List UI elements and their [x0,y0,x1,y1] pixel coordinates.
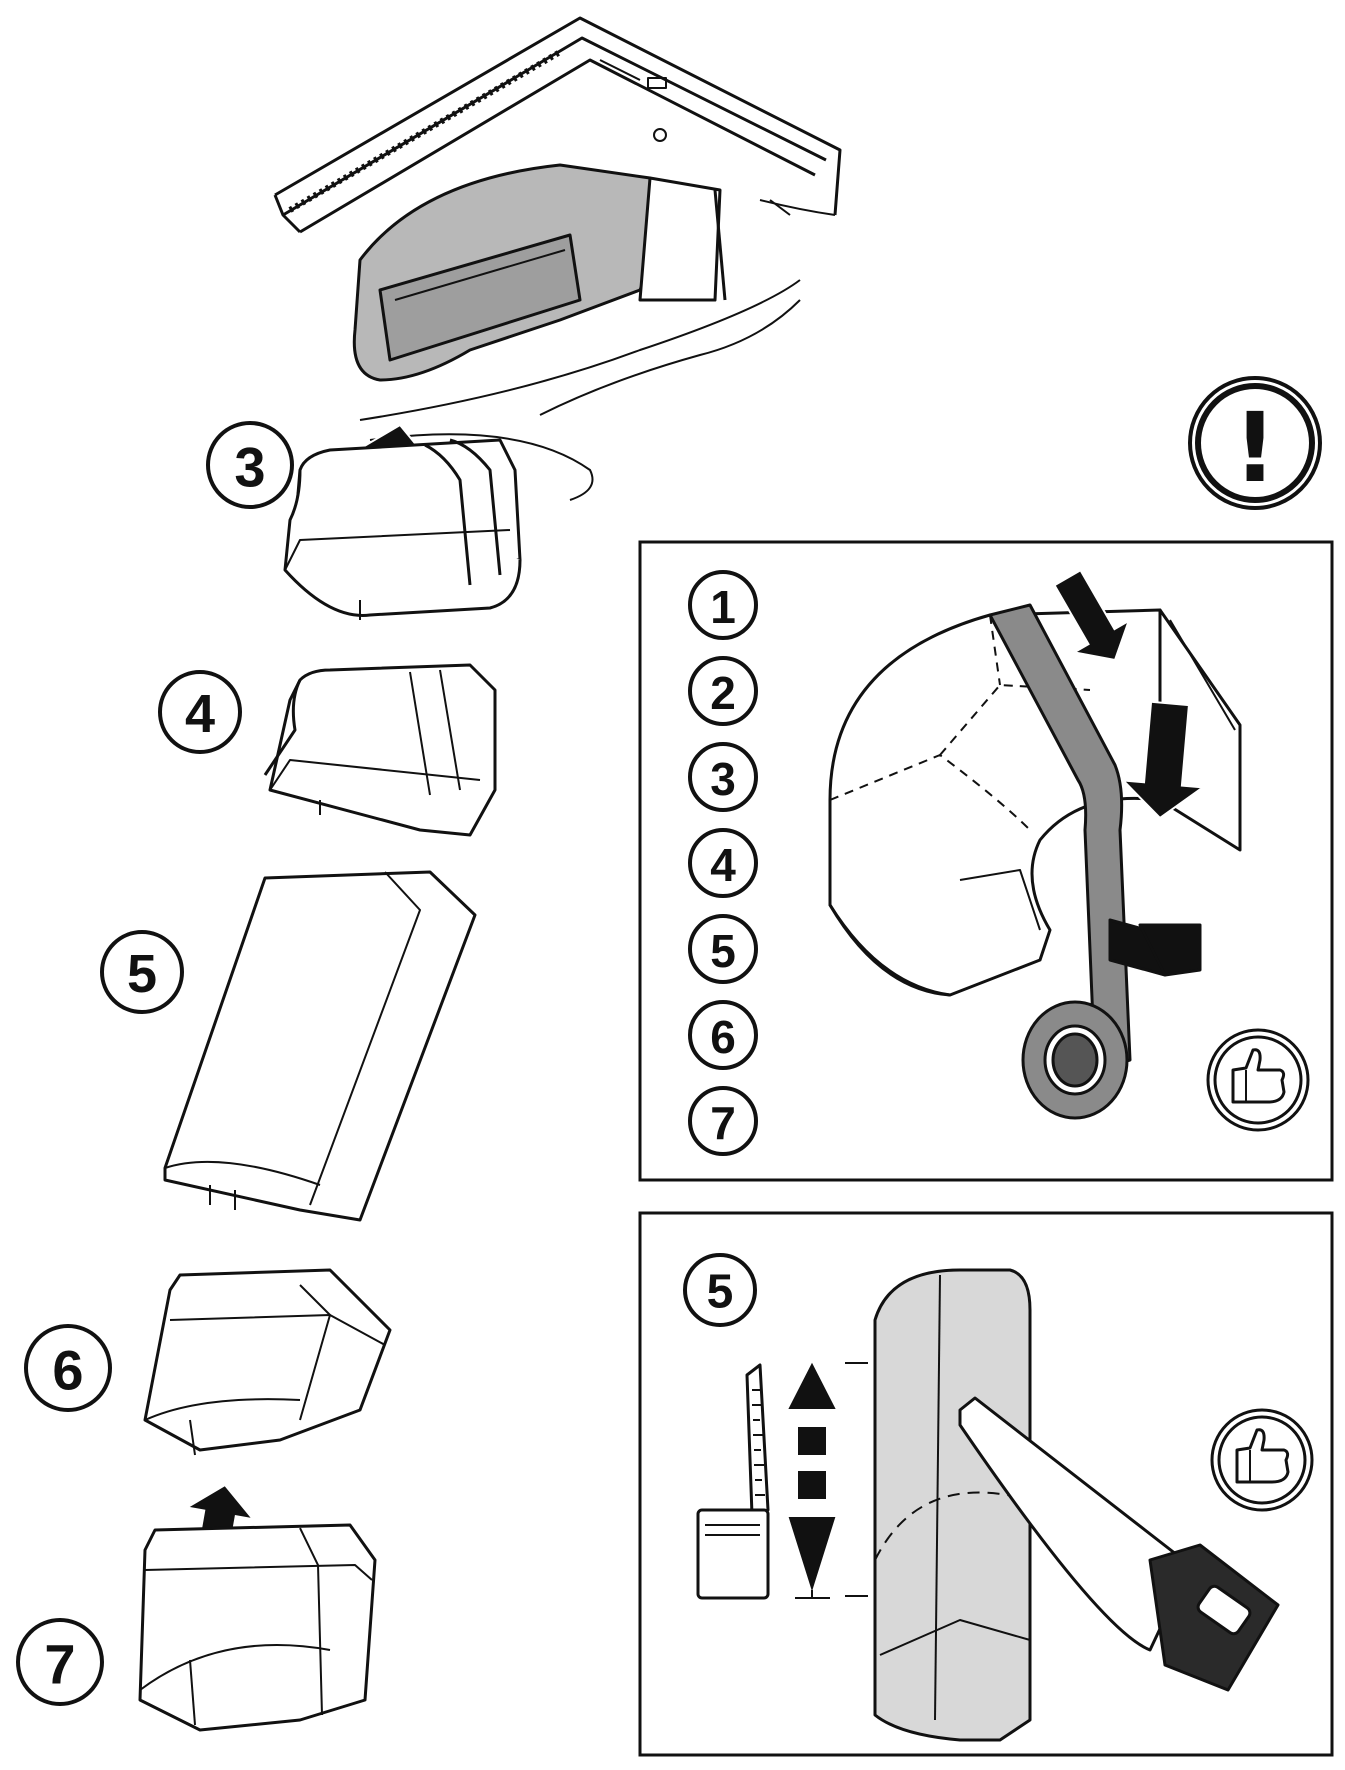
length-measurement-arrow [788,1362,868,1599]
tape-panel-number-7: 7 [688,1086,758,1156]
tape-panel-number-6: 6 [688,1000,758,1070]
svg-text:7: 7 [44,1633,75,1696]
duct-part-6 [143,1268,392,1456]
svg-text:2: 2 [710,667,736,719]
tape-panel-number-4: 4 [688,828,758,898]
svg-text:6: 6 [52,1339,83,1402]
installed-elbow-duct [352,163,727,382]
duct-part-3 [283,438,522,620]
thumbs-up-icon [1206,1028,1310,1132]
cut-duct-panel: 5 [638,1211,1334,1757]
svg-text:6: 6 [710,1011,736,1063]
cut-panel-number: 5 [683,1253,757,1327]
svg-text:1: 1 [710,581,736,633]
duct-part-7 [138,1523,377,1732]
svg-text:3: 3 [710,753,736,805]
down-arrow-icon [1120,700,1206,820]
svg-text:5: 5 [127,944,157,1004]
duct-part-5 [163,870,477,1222]
straight-duct-section [873,1268,1032,1742]
step-label-6: 6 [24,1324,112,1412]
tape-panel-number-1: 1 [688,570,758,640]
tape-panel-number-2: 2 [688,656,758,726]
hand-saw-icon [958,1396,1280,1692]
svg-text:5: 5 [707,1266,734,1319]
thumbs-up-icon [1210,1408,1314,1512]
tape-joints-panel: 1 2 3 4 5 6 7 [638,540,1334,1182]
step-label-7: 7 [16,1618,104,1706]
duct-part-4 [263,663,497,837]
step-label-4: 4 [158,670,242,754]
svg-text:4: 4 [710,839,736,891]
tape-panel-number-5: 5 [688,914,758,984]
svg-text:3: 3 [234,436,265,499]
tape-measure-icon [696,1363,770,1600]
svg-text:5: 5 [710,925,736,977]
step-label-3: 3 [206,421,294,509]
svg-text:4: 4 [185,684,215,744]
svg-text:7: 7 [710,1097,736,1149]
svg-text:!: ! [1233,392,1277,504]
step-label-5: 5 [100,930,184,1014]
tape-panel-numbers: 1 2 3 4 5 6 7 [688,570,758,1156]
tape-panel-number-3: 3 [688,742,758,812]
down-arrow-icon [1053,568,1131,662]
exclamation-circle-icon: ! [1188,376,1322,510]
tape-roll-icon [988,603,1202,1120]
tape-direction-arrows [1053,568,1206,820]
appliance-underside [273,16,842,501]
